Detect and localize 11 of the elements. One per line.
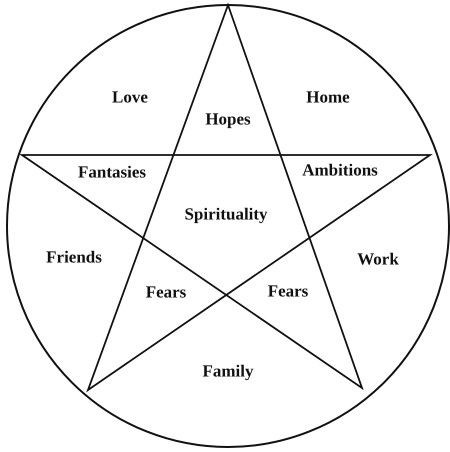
region-label: Hopes: [205, 110, 251, 130]
region-label: Spirituality: [184, 206, 268, 224]
region-label: Ambitions: [302, 162, 378, 180]
region-label: Work: [357, 250, 399, 270]
region-label: Love: [112, 88, 148, 108]
region-label: Fears: [268, 282, 308, 302]
region-label: Home: [306, 88, 350, 108]
region-label: Friends: [46, 248, 102, 268]
region-label: Fears: [146, 284, 186, 302]
region-label: Fantasies: [78, 164, 146, 182]
region-label: Family: [202, 362, 254, 382]
